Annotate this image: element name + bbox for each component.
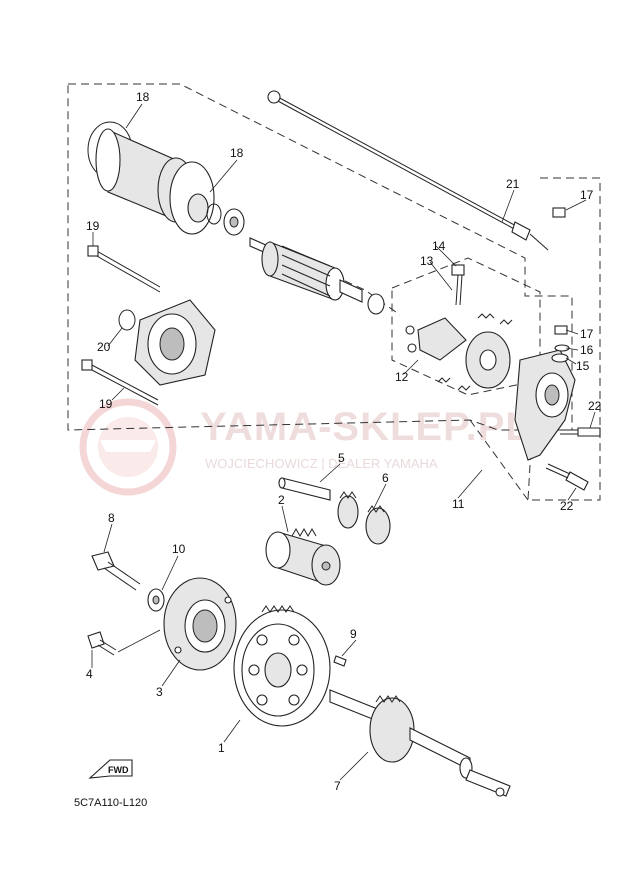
diagram-code: 5C7A110-L120: [74, 797, 147, 809]
callout-20: 20: [97, 340, 111, 354]
watermark-logo: [79, 398, 177, 496]
watermark-sub-text: WOJCIECHOWICZ | DEALER YAMAHA: [205, 456, 438, 471]
gear-train-group: [87, 477, 511, 797]
callout-4: 4: [86, 667, 93, 681]
leader-lines: [91, 103, 596, 781]
armature: [269, 241, 336, 301]
callout-17-upper: 17: [580, 188, 594, 202]
callout-18-upper: 18: [136, 90, 150, 104]
fwd-label: FWD: [108, 765, 129, 775]
callout-3: 3: [156, 685, 163, 699]
tie-bolt-19-lower: [89, 363, 159, 401]
callout-5: 5: [338, 451, 345, 465]
nut-17-upper: [552, 207, 566, 218]
callout-8: 8: [108, 511, 115, 525]
bolt-8: [91, 551, 115, 571]
callout-1: 1: [218, 741, 225, 755]
callout-6: 6: [382, 471, 389, 485]
bolt-4: [87, 631, 105, 649]
bolt-22-upper: [577, 427, 601, 437]
brush-holder-group: [267, 90, 601, 491]
watermark: YAMA-SKLEP.PL WOJCIECHOWICZ | DEALER YAM…: [79, 398, 531, 496]
o-ring-20: [118, 309, 136, 331]
callout-22-upper: 22: [588, 399, 602, 413]
callout-16: 16: [580, 343, 594, 357]
washer-16: [554, 344, 570, 352]
callout-11: 11: [452, 497, 465, 511]
tie-bolt-19-upper: [94, 249, 161, 288]
callouts: 18 18 19 20 19 21 17 14 13 17 16 15 12 2…: [86, 90, 602, 793]
callout-19-lower: 19: [99, 397, 113, 411]
starter-cable-21: [275, 95, 521, 229]
idler-shaft-5: [281, 477, 331, 501]
starter-motor-group: [81, 121, 385, 406]
callout-18-lower: 18: [230, 146, 244, 160]
callout-22-lower: 22: [560, 499, 574, 513]
callout-10: 10: [172, 542, 186, 556]
watermark-main-text: YAMA-SKLEP.PL: [200, 405, 531, 449]
callout-21: 21: [506, 177, 520, 191]
gear-6: [337, 495, 359, 529]
callout-14: 14: [432, 239, 446, 253]
callout-17-lower: 17: [580, 327, 594, 341]
o-ring-18-lower: [206, 203, 222, 225]
callout-9: 9: [350, 627, 357, 641]
nut-17-lower: [554, 325, 568, 335]
callout-2: 2: [278, 493, 285, 507]
callout-19-upper: 19: [86, 219, 100, 233]
callout-13: 13: [420, 254, 434, 268]
washer-15: [551, 353, 569, 363]
brush-holder: [417, 317, 467, 361]
callout-15: 15: [576, 359, 590, 373]
bolt-22-lower: [565, 471, 589, 491]
key-9: [333, 655, 347, 667]
callout-7: 7: [334, 779, 341, 793]
screw-14: [451, 264, 465, 276]
fwd-arrow: FWD: [88, 759, 133, 779]
callout-12: 12: [395, 370, 409, 384]
